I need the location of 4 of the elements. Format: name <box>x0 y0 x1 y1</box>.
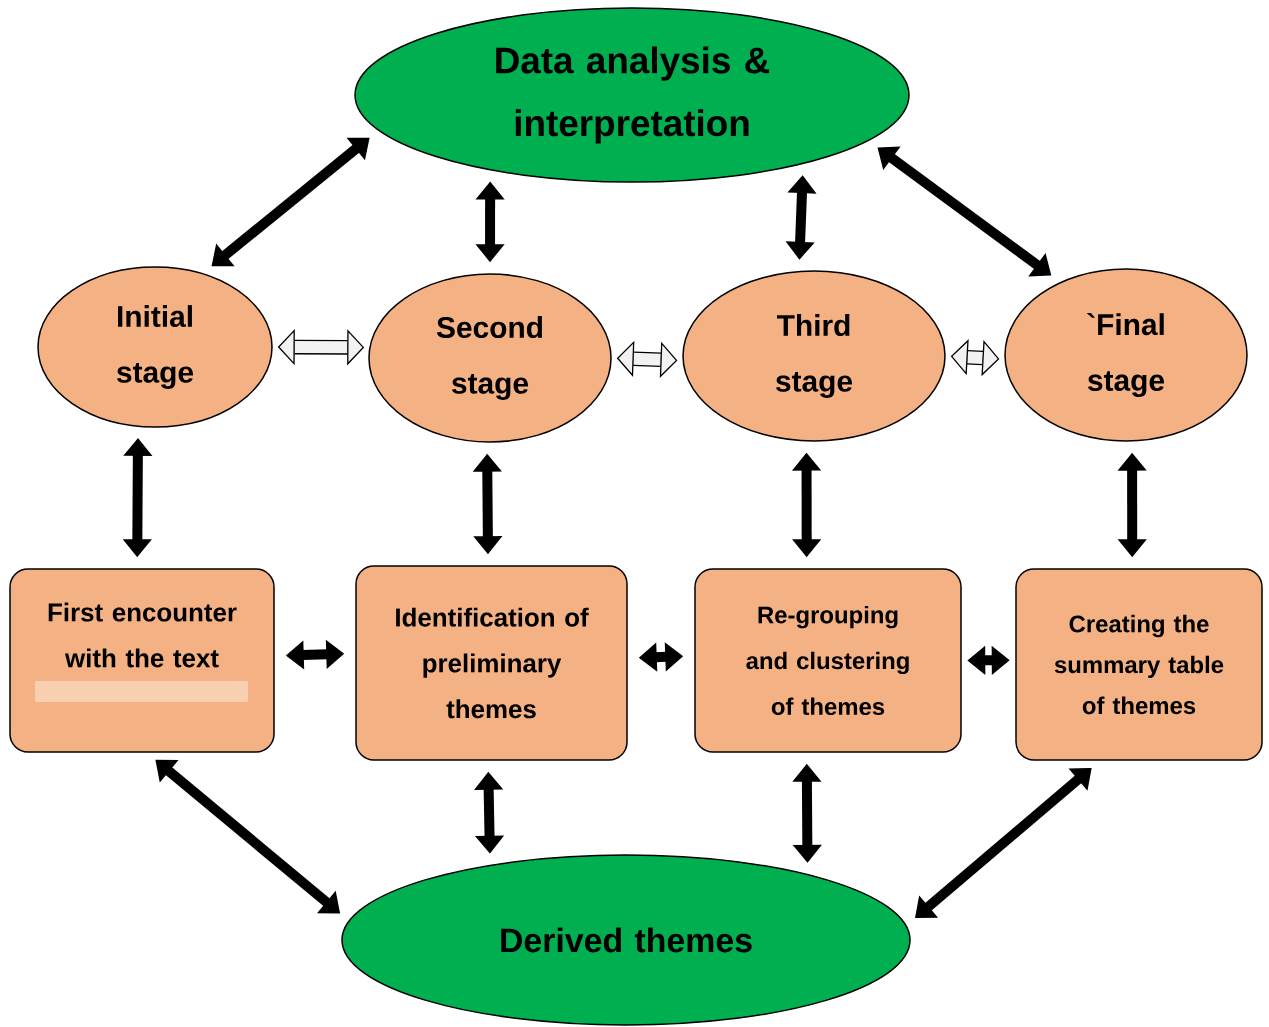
step-box: Re-grouping and clustering of themes <box>694 568 962 753</box>
step-box: First encounter with the text <box>9 568 275 753</box>
step-box: Identification of preliminary themes <box>355 565 628 761</box>
step-box: Creating the summary table of themes <box>1015 568 1263 761</box>
